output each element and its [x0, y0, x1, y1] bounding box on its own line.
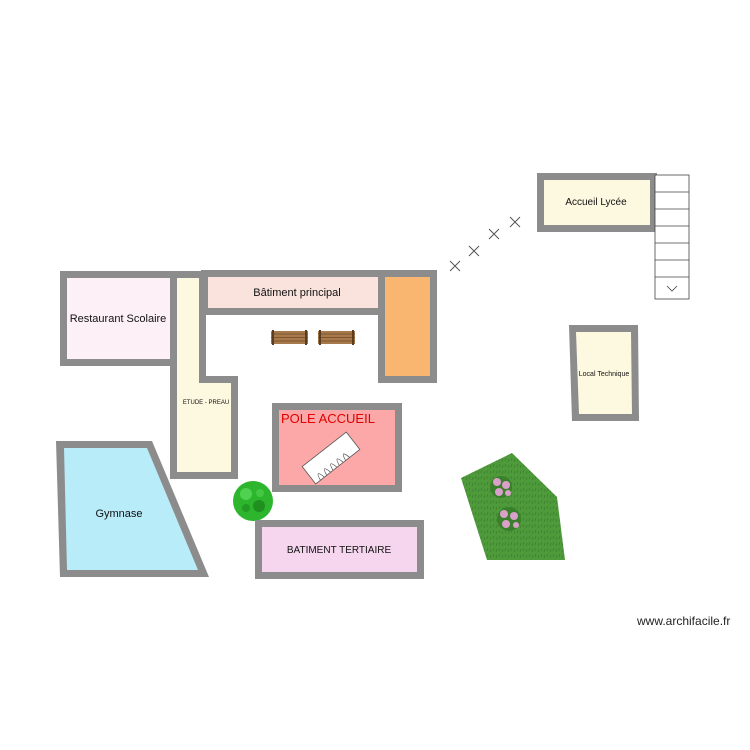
local-technique-room[interactable]: Local Technique — [569, 325, 639, 421]
pole-accueil-room[interactable]: POLE ACCUEIL — [272, 403, 402, 492]
watermark: www.archifacile.fr — [637, 614, 731, 628]
etude-preau-room[interactable]: ETUDE - PREAU — [170, 271, 238, 479]
x-marker-icon — [449, 216, 521, 272]
batiment-tertiaire-room[interactable]: BATIMENT TERTIAIRE — [255, 520, 424, 579]
bench-icon — [271, 330, 308, 345]
stairs-icon — [654, 174, 690, 300]
shrub-icon — [233, 481, 273, 521]
flower-icon — [497, 507, 521, 531]
flower-icon — [490, 476, 512, 498]
accueil-lycee-room[interactable]: Accueil Lycée — [537, 173, 657, 232]
local-technique-label: Local Technique — [579, 371, 630, 378]
stairs-icon — [301, 431, 361, 485]
orange-room[interactable] — [378, 270, 437, 383]
batiment-principal-label: Bâtiment principal — [253, 287, 340, 299]
restaurant-scolaire-label: Restaurant Scolaire — [70, 313, 167, 325]
gymnase-label: Gymnase — [95, 508, 142, 520]
batiment-principal-room[interactable]: Bâtiment principal — [201, 270, 385, 315]
restaurant-scolaire-room[interactable]: Restaurant Scolaire — [60, 271, 178, 366]
accueil-lycee-label: Accueil Lycée — [565, 197, 627, 208]
batiment-tertiaire-label: BATIMENT TERTIAIRE — [287, 545, 392, 556]
bench-icon — [318, 330, 355, 345]
lawn-area[interactable] — [461, 453, 565, 560]
gymnase-room[interactable]: Gymnase — [56, 441, 209, 577]
pole-accueil-label: POLE ACCUEIL — [281, 411, 375, 426]
etude-preau-label: ETUDE - PREAU — [183, 400, 229, 406]
